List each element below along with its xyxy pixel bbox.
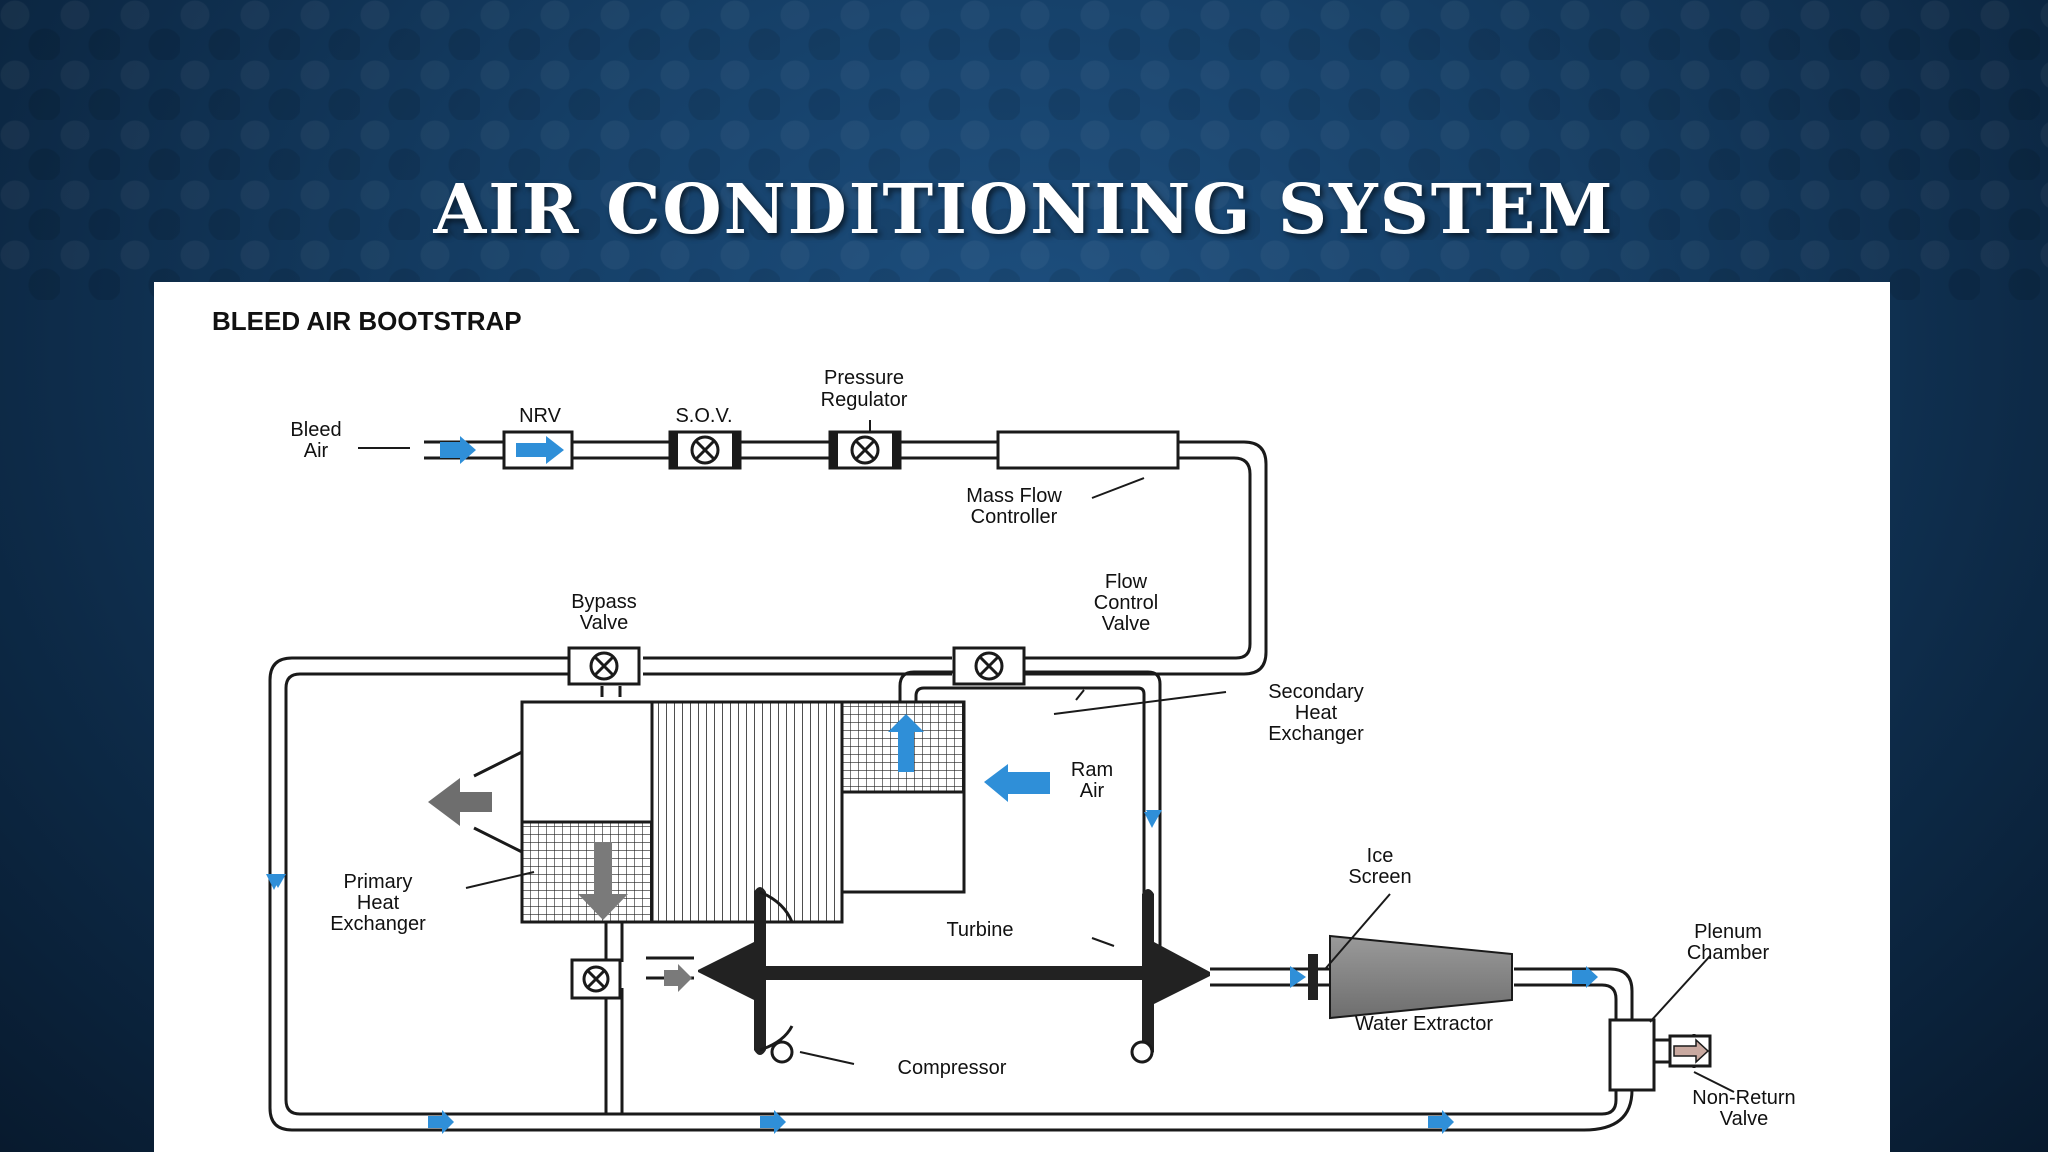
label-nrv: NRV <box>519 405 562 427</box>
label-compressor: Compressor <box>898 1057 1007 1079</box>
plenum-chamber <box>1608 1018 1656 1092</box>
bootstrap-diagram: BLEED AIR BOOTSTRAP <box>212 306 1796 1134</box>
label-water-extractor: Water Extractor <box>1355 1013 1494 1035</box>
pressure-regulator-valve <box>828 430 902 470</box>
mass-flow-controller <box>996 430 1180 470</box>
label-sov: S.O.V. <box>675 405 732 427</box>
leader-lines <box>358 420 1735 1093</box>
secondary-heat-exchanger <box>840 700 1050 894</box>
sov-valve <box>668 430 742 470</box>
turbine <box>766 889 1210 1064</box>
diagram-panel: BLEED AIR BOOTSTRAP <box>154 282 1890 1152</box>
slide-title: AIR CONDITIONING SYSTEM <box>433 170 1615 250</box>
diagram-heading: BLEED AIR BOOTSTRAP <box>212 306 522 336</box>
label-turbine: Turbine <box>946 919 1013 941</box>
ice-screen <box>1308 954 1318 1000</box>
background-pattern <box>0 0 2048 300</box>
flow-arrows <box>266 436 1598 1134</box>
compressor-inlet-arrow <box>664 964 692 992</box>
water-extractor <box>1290 934 1513 1020</box>
bypass-valve <box>567 646 641 686</box>
compressor-inlet-valve <box>570 958 622 1000</box>
flow-control-valve <box>952 646 1026 686</box>
nrv-valve <box>502 430 574 470</box>
non-return-valve <box>1668 1034 1712 1068</box>
compressor <box>698 887 794 1064</box>
